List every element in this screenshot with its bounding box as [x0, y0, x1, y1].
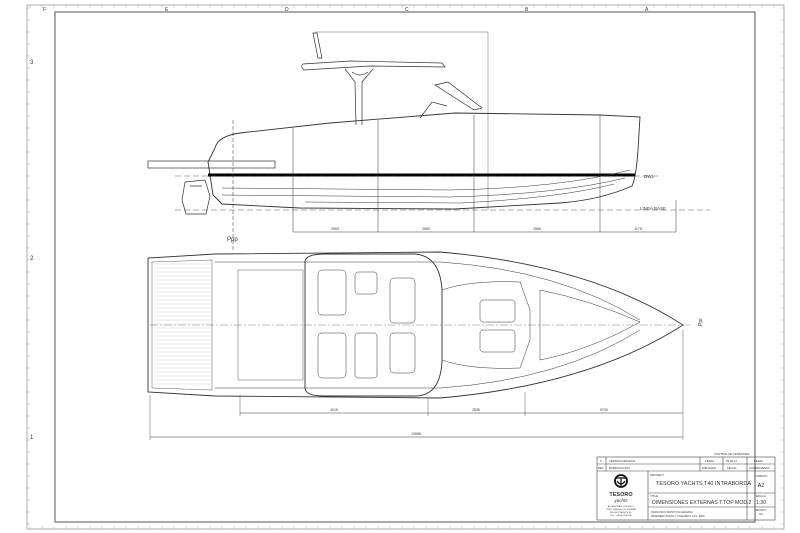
- aft-perpendicular-label: Ppp: [227, 237, 238, 243]
- hull-profile: [207, 112, 641, 210]
- title-block: [596, 456, 776, 521]
- format-value: A2: [758, 483, 765, 489]
- outer-frame: [26, 4, 785, 530]
- rev-cell: FECHA: [727, 466, 737, 470]
- rev-cell: COMPROBADO: [749, 466, 770, 470]
- format-label: FORMATO: [755, 474, 768, 478]
- rev-cell: 29.05.21: [726, 459, 737, 463]
- version-note: CONTROL DE VERSIONES: [714, 452, 749, 456]
- company-line: AV. ALBORAN, TESORO 1: [608, 505, 635, 508]
- dimension-label: 5700: [600, 408, 608, 412]
- swim-platform-teak: [151, 259, 213, 391]
- title-label: TITLE: [650, 494, 658, 498]
- project-label: PROJECT: [650, 473, 664, 477]
- baseline-label: LINEA BASE: [640, 206, 666, 211]
- company-line: TEL. +34 600 000 000: [610, 515, 632, 517]
- zone-number: 1: [30, 435, 34, 441]
- inner-frame: [54, 11, 756, 523]
- author-line: INGENIERO NAVAL Y OCEANICO COL. 3000: [651, 514, 705, 518]
- company-line: TESORO YACHTS S.L.: [609, 511, 632, 514]
- ruler-ticks: [27, 5, 784, 529]
- t-top-outline: [304, 253, 443, 397]
- dimension-label: 1175: [634, 227, 642, 231]
- zone-letter: D: [285, 7, 289, 13]
- drawing-number: 001: [759, 513, 764, 516]
- dimension-label: 4015: [330, 408, 338, 412]
- hull-strakes: [221, 169, 631, 204]
- teak-planking: [153, 263, 211, 385]
- overall-length-label: 12658: [411, 432, 421, 436]
- t-top-height-line: [315, 31, 489, 210]
- t-top-roof: [301, 60, 446, 71]
- passenger-seat: [479, 329, 516, 353]
- dimension-label: 2835: [472, 408, 480, 412]
- zone-number: 2: [30, 256, 34, 262]
- dimension-label: 2553: [331, 227, 339, 231]
- rev-cell: REV: [598, 466, 604, 470]
- drawing-title: DIMENSIONES EXTERNAS T.TOP MOD.2: [652, 500, 752, 506]
- drawing-number-label: DRAW Nº: [756, 508, 767, 512]
- rev-cell: DIBUJADO: [702, 466, 717, 470]
- zone-letter: B: [525, 7, 529, 13]
- side-view: [147, 31, 710, 250]
- windscreen: [419, 81, 483, 119]
- tesoro-logo-icon: [614, 474, 628, 488]
- bow-sunpad: [539, 289, 641, 361]
- logo-text: TESORO: [609, 492, 633, 498]
- swim-platform: [147, 160, 276, 169]
- zone-number: 3: [30, 60, 34, 66]
- t-top-antenna: [312, 32, 323, 59]
- helm-seat: [479, 299, 516, 323]
- revision-table: 0 VERSION ORIGINAL FIRMA 29.05.21 FIRMA …: [598, 459, 770, 470]
- logo-script: yachts: [613, 498, 628, 503]
- t-top-panels: [317, 269, 416, 379]
- station-lines: [232, 115, 601, 250]
- outboard-drive: [181, 179, 211, 215]
- company-line: 29011 CASTELLON, ESPAÑA: [606, 508, 636, 511]
- author-line: FRANCISCO MONTOYA GALDANA: [651, 510, 693, 514]
- t-top-pillar: [344, 68, 374, 126]
- zone-letter: A: [645, 7, 649, 13]
- rev-cell: 0: [600, 459, 602, 463]
- scale-value: 1:30: [756, 500, 766, 506]
- scale-label: ESCALA: [756, 494, 767, 498]
- zone-letter: F: [43, 7, 46, 13]
- waterline-label: DWL: [644, 174, 654, 179]
- plan-view: [147, 251, 690, 440]
- project-name: TESORO YACHTS T40 INTRABORDA: [656, 481, 751, 487]
- rev-cell: FIRMA: [705, 459, 714, 463]
- gunwale-inner: [215, 261, 641, 389]
- zone-letter: C: [405, 7, 409, 13]
- dimension-label: 2550: [422, 227, 430, 231]
- zone-letters: F E D C B A 3 2 1: [30, 7, 649, 441]
- rev-cell: VERSION ORIGINAL: [609, 459, 636, 463]
- rev-cell: FIRMA: [754, 459, 763, 463]
- rev-cell: MODIFICACION: [609, 466, 630, 470]
- zone-letter: E: [165, 7, 169, 13]
- dimension-label: 2566: [533, 227, 541, 231]
- bow-perpendicular-label: Ppr: [698, 318, 704, 326]
